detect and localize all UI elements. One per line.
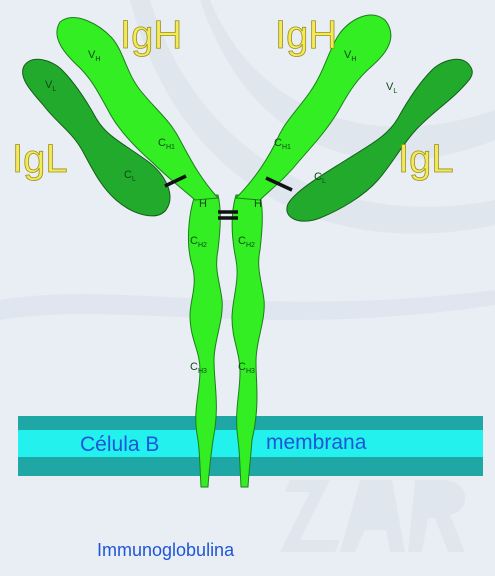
label-igh-left: IgH [120,13,182,57]
label-igl-left: IgL [12,137,68,181]
label-igl-right: IgL [398,137,454,181]
domain-hinge-right: H [254,198,262,210]
caption: Immunoglobulina [97,540,235,560]
membrane-label-membrane: membrana [266,431,367,454]
membrane-label-cell: Célula B [80,433,159,456]
domain-cl-right: CL [314,171,326,185]
domain-hinge-left: H [199,198,207,210]
label-igh-right: IgH [275,13,337,57]
domain-vl-right: VL [386,81,397,95]
